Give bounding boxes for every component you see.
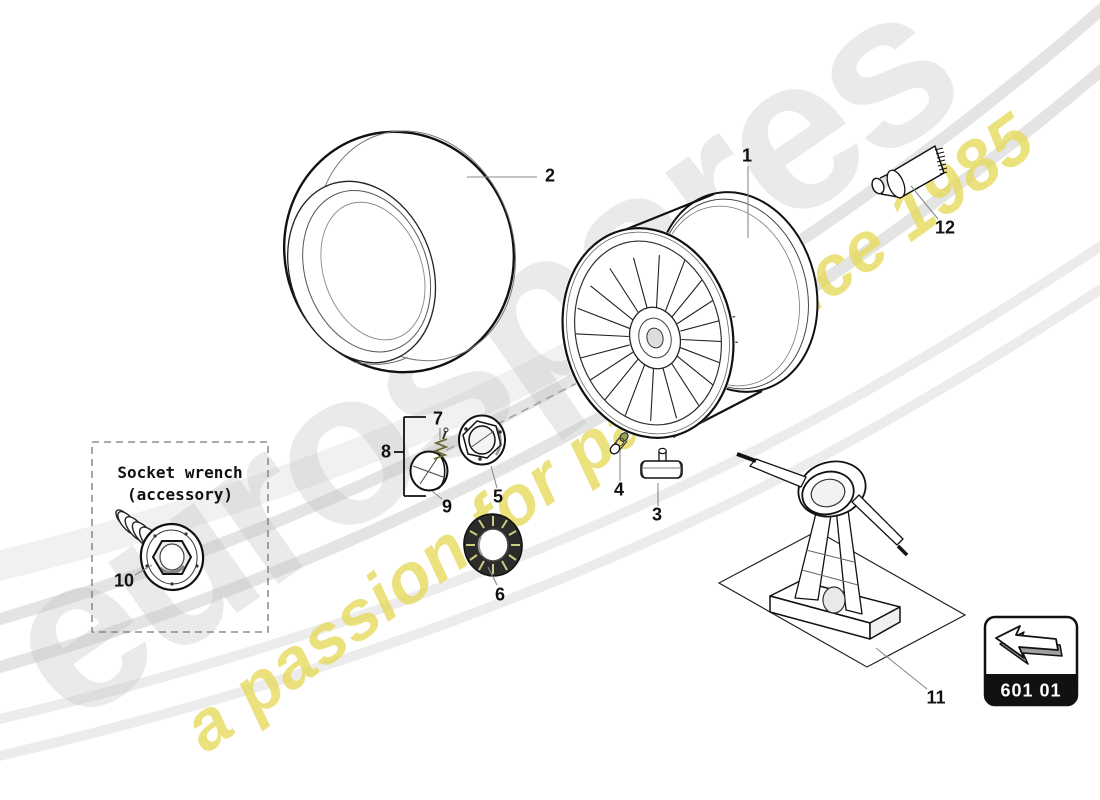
valve-adapter xyxy=(640,447,683,479)
wheel-bearing xyxy=(463,513,523,577)
tube-crimp xyxy=(934,147,948,175)
bracket-8 xyxy=(394,416,426,497)
wheel-rim xyxy=(560,191,819,439)
callout-center-lock-nut[interactable]: 5 xyxy=(492,486,504,507)
tire-valve xyxy=(609,432,629,455)
callout-grease-tube[interactable]: 12 xyxy=(934,217,956,238)
callout-spring-clip[interactable]: 7 xyxy=(432,408,444,429)
grease-tube xyxy=(871,145,948,199)
wheel-spokes xyxy=(572,255,738,421)
callout-socket-wrench[interactable]: 10 xyxy=(113,570,135,591)
socket-wrench xyxy=(115,509,205,592)
leader-lines xyxy=(134,166,939,690)
callout-tire[interactable]: 2 xyxy=(544,165,556,186)
spring-clip xyxy=(432,427,449,460)
callout-wheel-stand[interactable]: 11 xyxy=(926,687,946,708)
accessory-box-border xyxy=(91,441,269,633)
bearing-cage xyxy=(466,516,520,574)
callout-hub-cap[interactable]: 9 xyxy=(441,496,453,517)
arrow-up-left-3d-icon xyxy=(995,625,1063,665)
tire xyxy=(282,130,516,374)
callout-valve-adapter[interactable]: 3 xyxy=(651,504,663,525)
wheel-hub xyxy=(628,306,682,370)
nav-box[interactable] xyxy=(983,615,1079,707)
accessory-box-title: Socket wrench xyxy=(117,463,243,482)
nav-box-code[interactable]: 601 01 xyxy=(1000,680,1062,701)
callout-tire-valve[interactable]: 4 xyxy=(613,479,625,500)
center-lock-nut xyxy=(458,414,506,466)
hub-cap xyxy=(409,450,449,492)
wheel-stand xyxy=(736,452,909,640)
callout-wheel-rim[interactable]: 1 xyxy=(741,145,753,166)
callout-wheel-bearing[interactable]: 6 xyxy=(494,584,506,605)
callout-hub-cap-assembly[interactable]: 8 xyxy=(380,441,392,462)
accessory-box-subtitle: (accessory) xyxy=(127,485,233,504)
